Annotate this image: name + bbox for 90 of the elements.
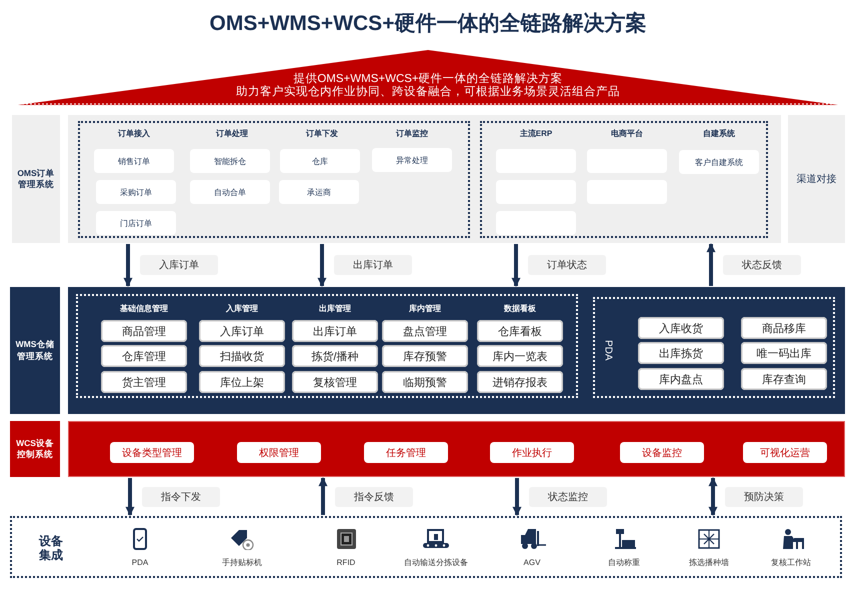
column-heading: 主流ERP	[518, 128, 554, 140]
item-box: 盘点管理	[382, 320, 468, 342]
item-box: 库存查询	[741, 368, 827, 390]
system-label: OMS订单管理系统	[12, 115, 60, 243]
item-box: 智能拆仓	[190, 149, 270, 173]
column-heading: 出库管理	[318, 302, 352, 314]
item-box: 异常处理	[372, 148, 452, 172]
column-heading: 订单监控	[394, 128, 429, 140]
dotted-frame	[78, 121, 470, 238]
dotted-frame	[10, 516, 842, 578]
item-box: 库位上架	[199, 371, 285, 393]
system-label: 渠道对接	[788, 115, 845, 243]
item-box: 销售订单	[94, 149, 174, 173]
item-box: 仓库看板	[477, 320, 563, 342]
item-box: 拣货/播种	[292, 345, 378, 367]
device-label: PDA	[130, 556, 150, 568]
item-box: 商品管理	[101, 320, 187, 342]
item-box: 采购订单	[96, 180, 176, 204]
item-box: 设备类型管理	[110, 442, 194, 463]
system-panel	[68, 287, 845, 414]
device-label: AGV	[522, 556, 542, 568]
edge-label: 指令反馈	[335, 486, 413, 506]
arrow	[318, 477, 328, 515]
banner-text: 提供OMS+WMS+WCS+硬件一体的全链路解决方案	[293, 71, 564, 84]
device-label: RFID	[336, 556, 356, 568]
item-box: 入库收货	[638, 317, 724, 339]
column-heading: PDA	[602, 338, 614, 362]
column-heading: 基础信息管理	[119, 302, 169, 314]
dotted-frame	[480, 121, 768, 238]
column-heading: 订单处理	[214, 128, 249, 140]
item-box: 仓库管理	[101, 345, 187, 367]
title: OMS+WMS+WCS+硬件一体的全链路解决方案	[208, 10, 648, 37]
column-heading: 库内管理	[408, 302, 442, 314]
item-box: 库内一览表	[477, 345, 563, 367]
device-label: 自动称重	[607, 556, 641, 568]
system-label: WMS仓储管理系统	[10, 287, 60, 414]
system-panel	[68, 421, 845, 477]
system-label: WCS设备控制系统	[10, 421, 60, 477]
item-box: 扫描收货	[199, 345, 285, 367]
blank-card	[496, 211, 576, 235]
column-heading: 数据看板	[503, 302, 537, 314]
edge-label: 入库订单	[140, 255, 218, 275]
device-label: 拣选播种墙	[688, 556, 730, 568]
item-box: 承运商	[279, 180, 359, 204]
item-box: 出库订单	[292, 320, 378, 342]
arrow	[126, 478, 134, 516]
item-box: 库内盘点	[638, 368, 724, 390]
edge-label: 预防决策	[725, 486, 803, 506]
edge-label: 指令下发	[142, 486, 220, 506]
system-panel	[68, 115, 781, 243]
column-heading: 电商平台	[610, 128, 644, 140]
edge-label: 出库订单	[334, 255, 412, 275]
column-heading: 订单下发	[304, 128, 339, 140]
item-box: 货主管理	[101, 371, 187, 393]
dotted-frame	[593, 297, 835, 398]
column-heading: 自建系统	[702, 128, 736, 140]
column-heading: 入库管理	[224, 302, 259, 314]
edge-label: 订单状态	[528, 255, 606, 275]
banner-text: 助力客户实现仓内作业协同、跨设备融合，可根据业务场景灵活组合产品	[235, 84, 621, 98]
dotted-frame	[76, 294, 578, 398]
arrow	[706, 243, 716, 286]
item-box: 商品移库	[741, 317, 827, 339]
item-box: 设备监控	[620, 442, 704, 463]
item-box: 临期预警	[382, 371, 468, 393]
item-box: 作业执行	[490, 442, 574, 463]
item-box: 库存预警	[382, 345, 468, 367]
item-box: 仓库	[280, 149, 360, 173]
arrow	[708, 477, 718, 516]
column-heading: 设备集成	[38, 532, 64, 564]
item-box: 复核管理	[292, 371, 378, 393]
arrow	[512, 244, 520, 287]
arrow	[124, 244, 132, 287]
device-label: 复核工作站	[770, 556, 812, 568]
edge-label: 状态反馈	[723, 255, 801, 275]
edge-label: 状态监控	[529, 486, 607, 506]
item-box: 任务管理	[364, 442, 448, 463]
device-label: 自动输送分拣设备	[403, 556, 469, 568]
item-box: 进销存报表	[477, 371, 563, 393]
item-box: 入库订单	[199, 320, 285, 342]
item-box: 客户自建系统	[679, 150, 759, 174]
item-box: 权限管理	[237, 442, 321, 463]
item-box: 出库拣货	[638, 342, 724, 364]
item-box: 门店订单	[96, 211, 176, 235]
device-label: 手持贴标机	[221, 556, 263, 568]
item-box: 唯一码出库	[741, 342, 827, 364]
column-heading: 订单接入	[116, 128, 151, 140]
item-box: 自动合单	[190, 180, 270, 204]
item-box: 可视化运营	[743, 442, 827, 463]
arrow	[512, 478, 522, 516]
arrow	[318, 244, 326, 287]
